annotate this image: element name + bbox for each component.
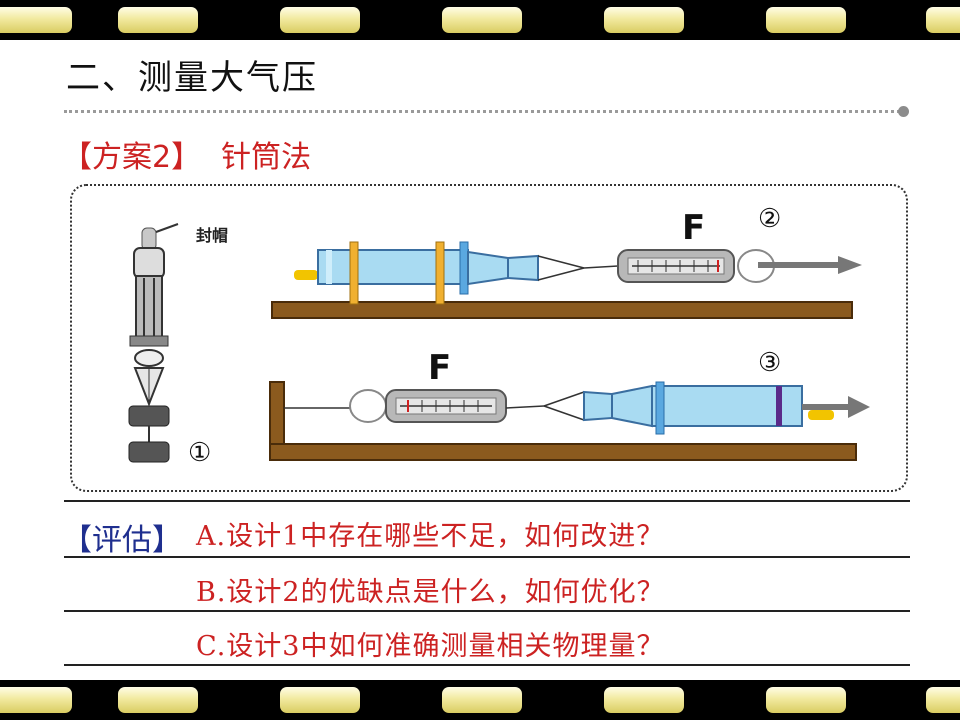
film-strip-top <box>0 0 960 40</box>
rule-line <box>64 500 910 502</box>
horizontal-setup-top <box>271 241 862 319</box>
diagram-panel: 封帽 ① ② ③ F F <box>70 184 908 492</box>
evaluation-question-a: A.设计1中存在哪些不足，如何改进？ <box>196 521 665 552</box>
film-hole <box>442 687 522 713</box>
vertical-syringe-figure <box>128 223 179 463</box>
film-hole <box>926 7 960 33</box>
film-hole <box>118 687 198 713</box>
film-hole <box>0 687 72 713</box>
film-hole <box>604 7 684 33</box>
film-hole <box>766 7 846 33</box>
evaluation-question-c: C.设计3中如何准确测量相关物理量？ <box>196 631 665 662</box>
rule-line <box>64 664 910 666</box>
divider-end-dot <box>898 106 909 117</box>
force-label-bottom: F <box>428 348 452 388</box>
marker-2: ② <box>758 204 782 234</box>
film-strip-bottom <box>0 680 960 720</box>
horizontal-setup-bottom <box>269 381 870 461</box>
film-hole <box>0 7 72 33</box>
plan-name: 针筒法 <box>221 140 312 175</box>
syringe-diagram <box>128 223 870 463</box>
film-hole <box>442 7 522 33</box>
film-hole <box>280 687 360 713</box>
page-title: 二、测量大气压 <box>66 58 318 98</box>
evaluation-label: 【评估】 <box>62 523 182 558</box>
force-label-top: F <box>682 208 706 248</box>
dotted-divider <box>64 110 900 113</box>
film-hole <box>926 687 960 713</box>
film-hole <box>118 7 198 33</box>
plan-heading: 【方案2】针筒法 <box>62 132 311 176</box>
rule-line <box>64 556 910 558</box>
film-hole <box>604 687 684 713</box>
film-hole <box>280 7 360 33</box>
rule-line <box>64 610 910 612</box>
cap-label: 封帽 <box>196 226 229 245</box>
evaluation-question-b: B.设计2的优缺点是什么，如何优化？ <box>196 577 665 608</box>
plan-label: 【方案2】 <box>62 140 202 175</box>
marker-3: ③ <box>758 348 782 378</box>
film-hole <box>766 687 846 713</box>
marker-1: ① <box>188 438 212 468</box>
